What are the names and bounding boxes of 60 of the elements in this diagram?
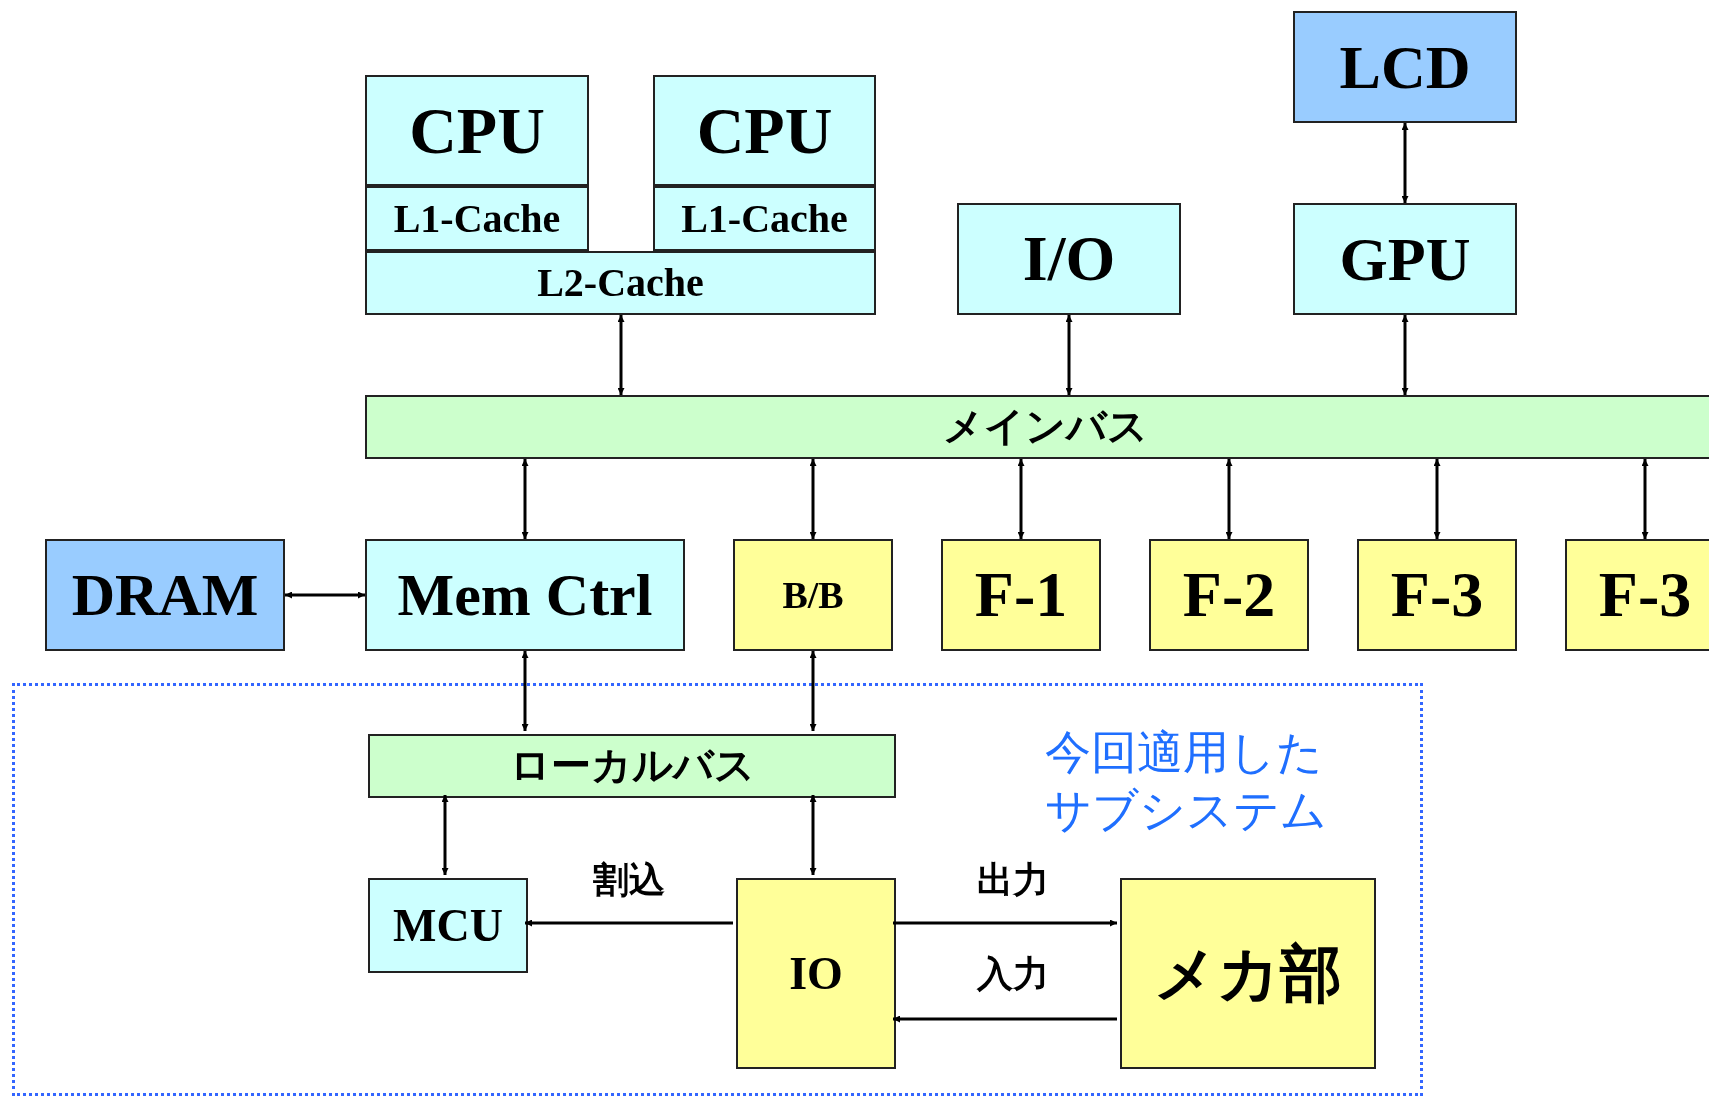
arrow (893, 919, 1117, 927)
node-label: CPU (696, 97, 833, 164)
bus-box (365, 395, 1709, 459)
node-label: B/B (782, 576, 844, 614)
arrow (893, 1015, 1117, 1023)
node-label: メカ部 (1154, 942, 1342, 1005)
component-box (45, 539, 285, 651)
node-label: IO (789, 950, 843, 997)
arrow (1433, 459, 1441, 539)
arrow (1065, 315, 1073, 395)
arrow (1225, 459, 1233, 539)
node-label: F-1 (974, 563, 1068, 627)
component-box (653, 186, 876, 251)
arrow (521, 651, 529, 731)
component-box (653, 75, 876, 186)
node-label: F-3 (1390, 563, 1484, 627)
component-box (365, 75, 589, 186)
component-box (365, 186, 589, 251)
component-box (1565, 539, 1709, 651)
arrow (1641, 459, 1649, 539)
component-box (1293, 203, 1517, 315)
component-box (736, 878, 896, 1069)
component-box (368, 878, 528, 973)
node-label: MCU (393, 902, 503, 949)
arrow (285, 591, 365, 599)
node-label: F-2 (1182, 563, 1276, 627)
component-box (1357, 539, 1517, 651)
arrow (521, 459, 529, 539)
arrow (1017, 459, 1025, 539)
component-box (1293, 11, 1517, 123)
component-box (1149, 539, 1309, 651)
arrow (1401, 315, 1409, 395)
node-label: ローカルバス (509, 746, 755, 786)
node-label: F-3 (1598, 563, 1692, 627)
arrow (1401, 123, 1409, 203)
node-label: GPU (1339, 228, 1471, 290)
node-label: LCD (1339, 36, 1471, 98)
arrow (809, 651, 817, 731)
component-box (957, 203, 1181, 315)
node-label: メインバス (942, 407, 1148, 447)
component-box (365, 539, 685, 651)
region-label: 今回適用したサブシステム (1045, 724, 1328, 839)
component-box (941, 539, 1101, 651)
arrow (441, 795, 449, 875)
node-label: I/O (1022, 227, 1116, 291)
node-label: L2-Cache (537, 263, 704, 303)
subsystem-region (12, 683, 1423, 1096)
bus-box (368, 734, 896, 798)
node-label: L1-Cache (393, 198, 561, 239)
component-box (365, 251, 876, 315)
arrow (617, 315, 625, 395)
node-label: CPU (409, 97, 545, 164)
arrow (809, 459, 817, 539)
node-label: DRAM (71, 565, 259, 625)
component-box (733, 539, 893, 651)
node-label: L1-Cache (681, 198, 848, 239)
arrow (809, 795, 817, 875)
node-label: Mem Ctrl (397, 565, 653, 625)
component-box (1120, 878, 1376, 1069)
arrow (525, 919, 733, 927)
